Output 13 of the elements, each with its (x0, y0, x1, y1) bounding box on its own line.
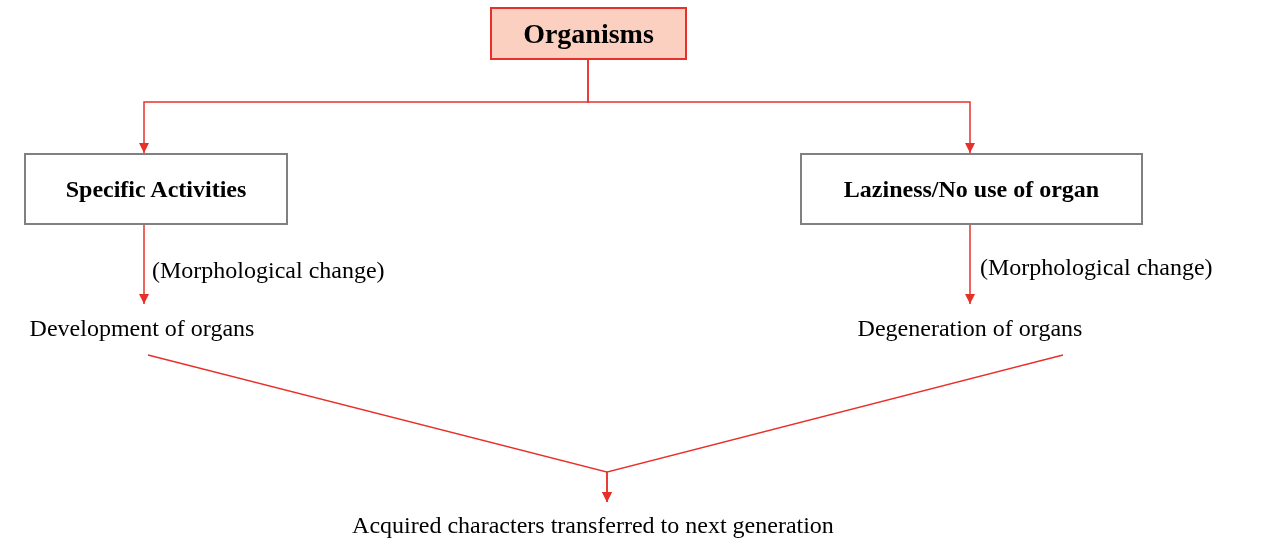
process-box (800, 153, 1143, 225)
box-label: Laziness/No use of organ (843, 175, 1100, 203)
box-label: Organisms (523, 17, 654, 50)
arrow (965, 224, 975, 305)
outcome-text: Acquired characters transferred to next generation (352, 511, 834, 539)
title-box (490, 7, 687, 60)
process-box (24, 153, 288, 225)
arrow (602, 354, 1064, 503)
outcome-text: Degeneration of organs (857, 314, 1083, 342)
arrow (139, 224, 149, 305)
outcome-text: Development of organs (29, 314, 255, 342)
arrow (587, 59, 975, 154)
box-label: Specific Activities (65, 175, 247, 203)
